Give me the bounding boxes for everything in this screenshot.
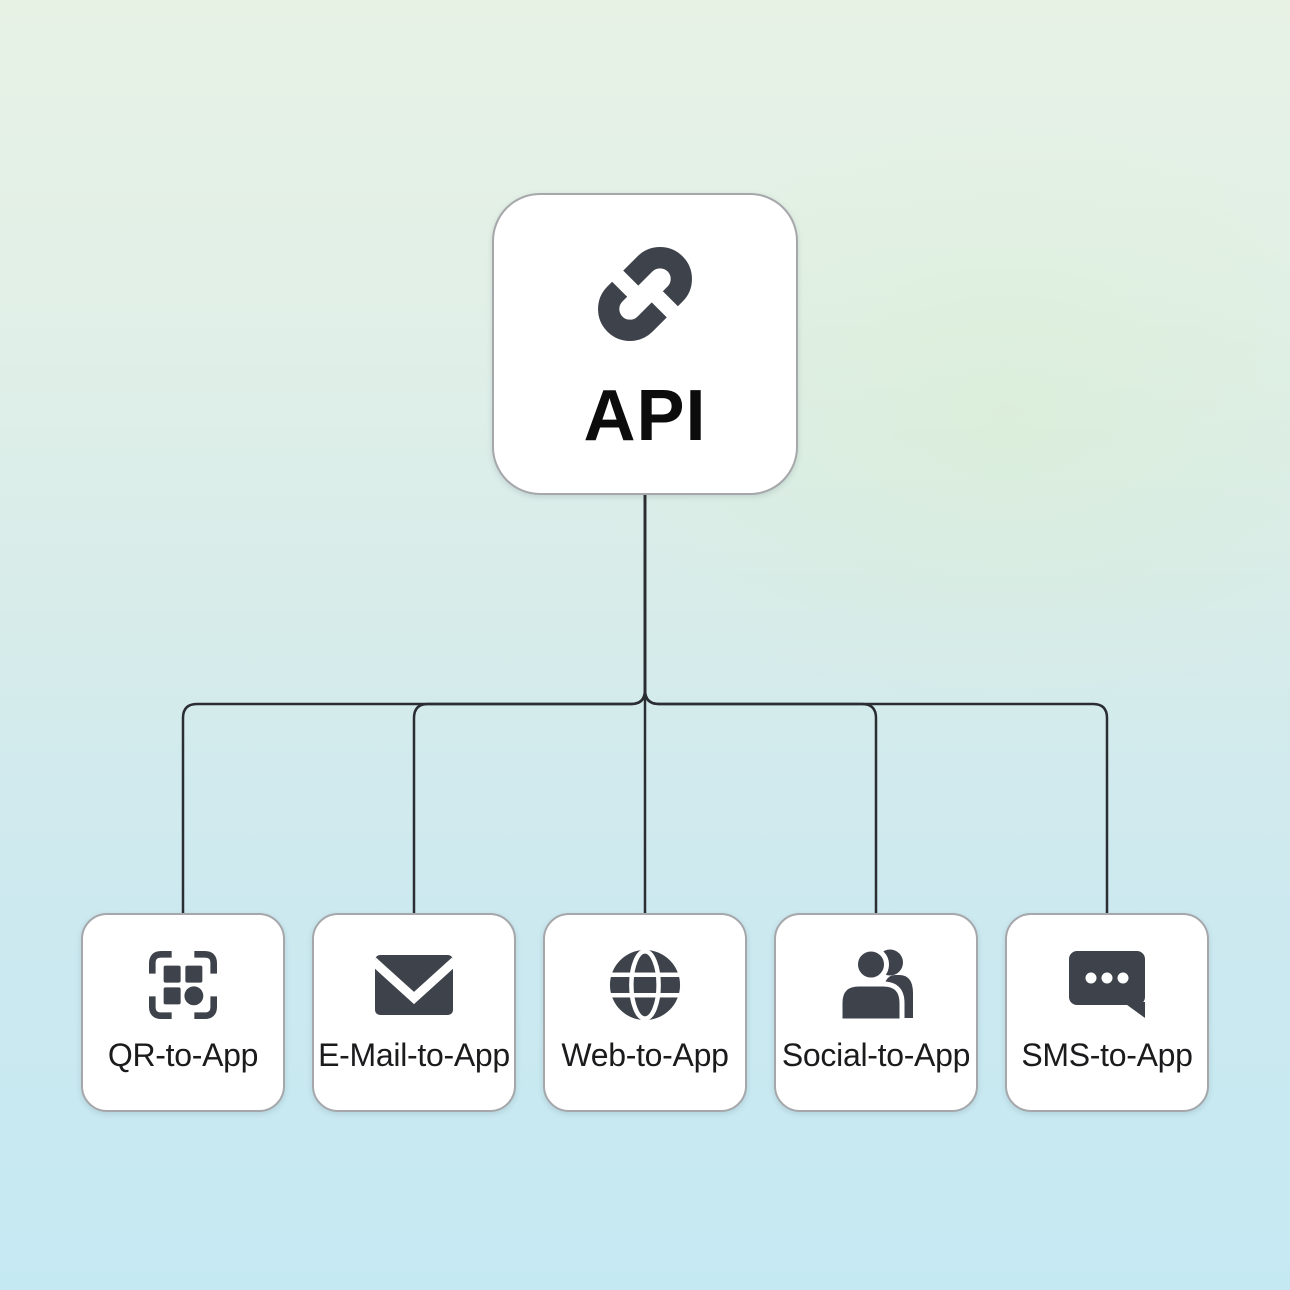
node-api: API: [492, 193, 798, 495]
chat-bubble-icon: [1067, 948, 1147, 1022]
node-social-label: Social-to-App: [781, 1037, 971, 1073]
people-icon: [836, 947, 916, 1023]
node-sms-to-app: SMS-to-App: [1005, 913, 1209, 1112]
node-qr-label: QR-to-App: [107, 1037, 259, 1073]
node-social-to-app: Social-to-App: [774, 913, 978, 1112]
node-sms-label: SMS-to-App: [1021, 1037, 1193, 1073]
envelope-icon: [372, 948, 456, 1022]
node-email-label: E-Mail-to-App: [318, 1037, 510, 1073]
node-api-label: API: [583, 376, 707, 456]
node-web-label: Web-to-App: [561, 1037, 729, 1073]
node-qr-to-app: QR-to-App: [81, 913, 285, 1112]
node-web-to-app: Web-to-App: [543, 913, 747, 1112]
qr-grid-icon: [149, 948, 217, 1022]
node-email-to-app: E-Mail-to-App: [312, 913, 516, 1112]
link-icon: [589, 237, 701, 351]
globe-icon: [608, 948, 682, 1022]
